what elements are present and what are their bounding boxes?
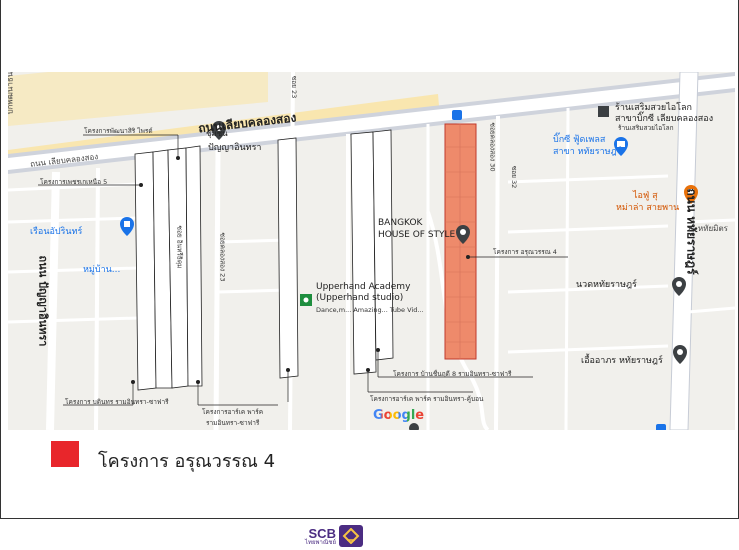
poi-bigc: บิ๊กซี ฟู้ดเพลส bbox=[553, 135, 606, 145]
poi-store-top: ชุมชน bbox=[206, 129, 228, 138]
project-outline-5 bbox=[277, 137, 299, 379]
road-h7 bbox=[507, 174, 669, 184]
poi-bigc-2: สาขา หทัยราษฎร์ bbox=[553, 147, 622, 157]
road-h12 bbox=[687, 306, 735, 314]
location-pin-icon bbox=[409, 423, 419, 430]
poi-upperhand-2: (Upperhand studio) bbox=[316, 293, 404, 303]
commercial-zone-2 bbox=[8, 72, 268, 126]
google-logo: Google bbox=[373, 408, 424, 423]
bus-stop-icon bbox=[452, 110, 462, 120]
project-label-1: โครงการพัฒนาสิริ ไพรด์ bbox=[84, 127, 153, 135]
poi-restaurant-top3: ร้านเสริมสวยไอโลก bbox=[618, 124, 674, 132]
location-pin-icon bbox=[672, 277, 686, 296]
road-h2 bbox=[8, 216, 139, 224]
scb-emblem-icon bbox=[338, 525, 363, 547]
restaurant-pin-icon bbox=[684, 185, 698, 204]
soi-top-label: ซอย 23 bbox=[290, 75, 299, 99]
soi-2 bbox=[213, 149, 221, 430]
location-pin-icon bbox=[673, 345, 687, 364]
soi-1 bbox=[94, 167, 100, 430]
scb-logo: SCB ไทยพาณิชย์ bbox=[305, 524, 363, 548]
poi-temple: ปัญญาอินทรา bbox=[208, 143, 262, 153]
soi-6 bbox=[494, 115, 500, 430]
project-outline-7 bbox=[372, 129, 394, 361]
google-logo-text: Google bbox=[373, 408, 425, 423]
callout-lines bbox=[38, 134, 568, 406]
road-h10 bbox=[507, 344, 669, 354]
poi-bangkok-style-2: HOUSE OF STYLE bbox=[378, 230, 456, 240]
poi-massage: นวดหทัยราษฎร์ bbox=[576, 280, 637, 290]
left-vertical-road-label: ปกพัฒนาธินิท bbox=[8, 72, 15, 115]
project-lot-lines bbox=[445, 124, 476, 359]
project-label-4b: รามอินทรา-ซาฟารี bbox=[206, 419, 260, 427]
poi-house: เรือนอัปรินทร์ bbox=[30, 227, 83, 237]
road-h5 bbox=[217, 238, 289, 244]
left-vertical-road-label-2: ถนน ปัญญาอินทรา bbox=[36, 255, 50, 347]
map-view[interactable]: ถนนเลียบคลองสอง ถนน เลียบคลองสอง ปกพัฒนา… bbox=[8, 72, 735, 430]
soi-center-label: ซอยคลองสอง 23 bbox=[218, 232, 227, 282]
right-small-road-label: ถ. หทัยมิตร bbox=[688, 224, 728, 233]
project-label-5: โครงการ บ้านชื่นฤดี 8 รามอินทรา-ซาฟารี bbox=[393, 370, 512, 378]
shopping-pin-icon bbox=[614, 137, 628, 156]
location-pin-icon bbox=[456, 225, 470, 244]
main-road-inner bbox=[8, 76, 735, 170]
project-label-6: โครงการอาร์เค พาร์ค รามอินทรา-คู้บอน bbox=[370, 395, 484, 403]
callout-dots bbox=[131, 156, 470, 384]
legend-label: โครงการ อรุณวรรณ 4 bbox=[98, 451, 276, 472]
poi-restaurant-top: ร้านเสริมสวยไอโลก bbox=[615, 103, 692, 113]
soi-left-label: ซอย อินทรีธิคุม bbox=[175, 225, 184, 269]
soi-right-label: ซอยคลองสอง 30 bbox=[488, 122, 497, 172]
poi-upperhand: Upperhand Academy bbox=[316, 282, 411, 292]
left-road bbox=[46, 171, 60, 430]
academy-icon-dot bbox=[303, 297, 309, 303]
poi-izakaya-2: หม่าล่า สายพาน bbox=[616, 203, 680, 213]
right-road bbox=[669, 72, 699, 430]
legend-swatch bbox=[51, 441, 79, 467]
house-pin-icon bbox=[120, 217, 134, 236]
project-outline-4 bbox=[185, 145, 203, 387]
store-icon bbox=[598, 106, 609, 117]
soi-7 bbox=[564, 107, 570, 430]
road-h3 bbox=[8, 266, 139, 274]
road-h6 bbox=[217, 288, 289, 294]
map-canvas bbox=[8, 72, 735, 430]
poi-village: หมู่บ้าน... bbox=[83, 265, 121, 275]
project-label-3: โครงการ บดินทร รามอินทรา-ซาฟารี bbox=[65, 398, 169, 406]
project-label-4: โครงการอาร์เค พาร์ค bbox=[202, 408, 264, 416]
road-h11 bbox=[687, 218, 735, 224]
road-h4 bbox=[8, 316, 139, 324]
scb-logo-subtitle: ไทยพาณิชย์ bbox=[305, 538, 336, 546]
poi-shop: เอื้ออาภร หทัยราษฎร์ bbox=[581, 356, 663, 366]
poi-upperhand-3: Dance,m... Amazing... Tube Vid... bbox=[316, 306, 424, 314]
scb-logo-text: SCB ไทยพาณิชย์ bbox=[305, 527, 336, 546]
bus-stop-icon bbox=[656, 424, 666, 430]
project-outline-6 bbox=[350, 131, 377, 375]
highlighted-project-area bbox=[444, 123, 477, 360]
location-pin-icon bbox=[212, 121, 226, 140]
footer-divider bbox=[0, 518, 739, 519]
road-h9 bbox=[507, 284, 669, 294]
road-h8 bbox=[507, 224, 669, 234]
poi-bangkok-style: BANGKOK bbox=[378, 218, 423, 228]
project-outline-1 bbox=[134, 151, 157, 391]
scb-logo-wordmark: SCB bbox=[308, 525, 336, 541]
poi-restaurant-top2: สาขาบิ๊กซี เลียบคลองสอง bbox=[615, 114, 714, 124]
project-label-7: โครงการ อรุณวรรณ 4 bbox=[493, 248, 557, 256]
soi-right2-label: ซอย 32 bbox=[510, 165, 519, 189]
project-label-2: โครงการเพชรเกเหนือ 5 bbox=[40, 178, 108, 186]
poi-izakaya: ไอฟู่ สุ bbox=[633, 191, 658, 201]
